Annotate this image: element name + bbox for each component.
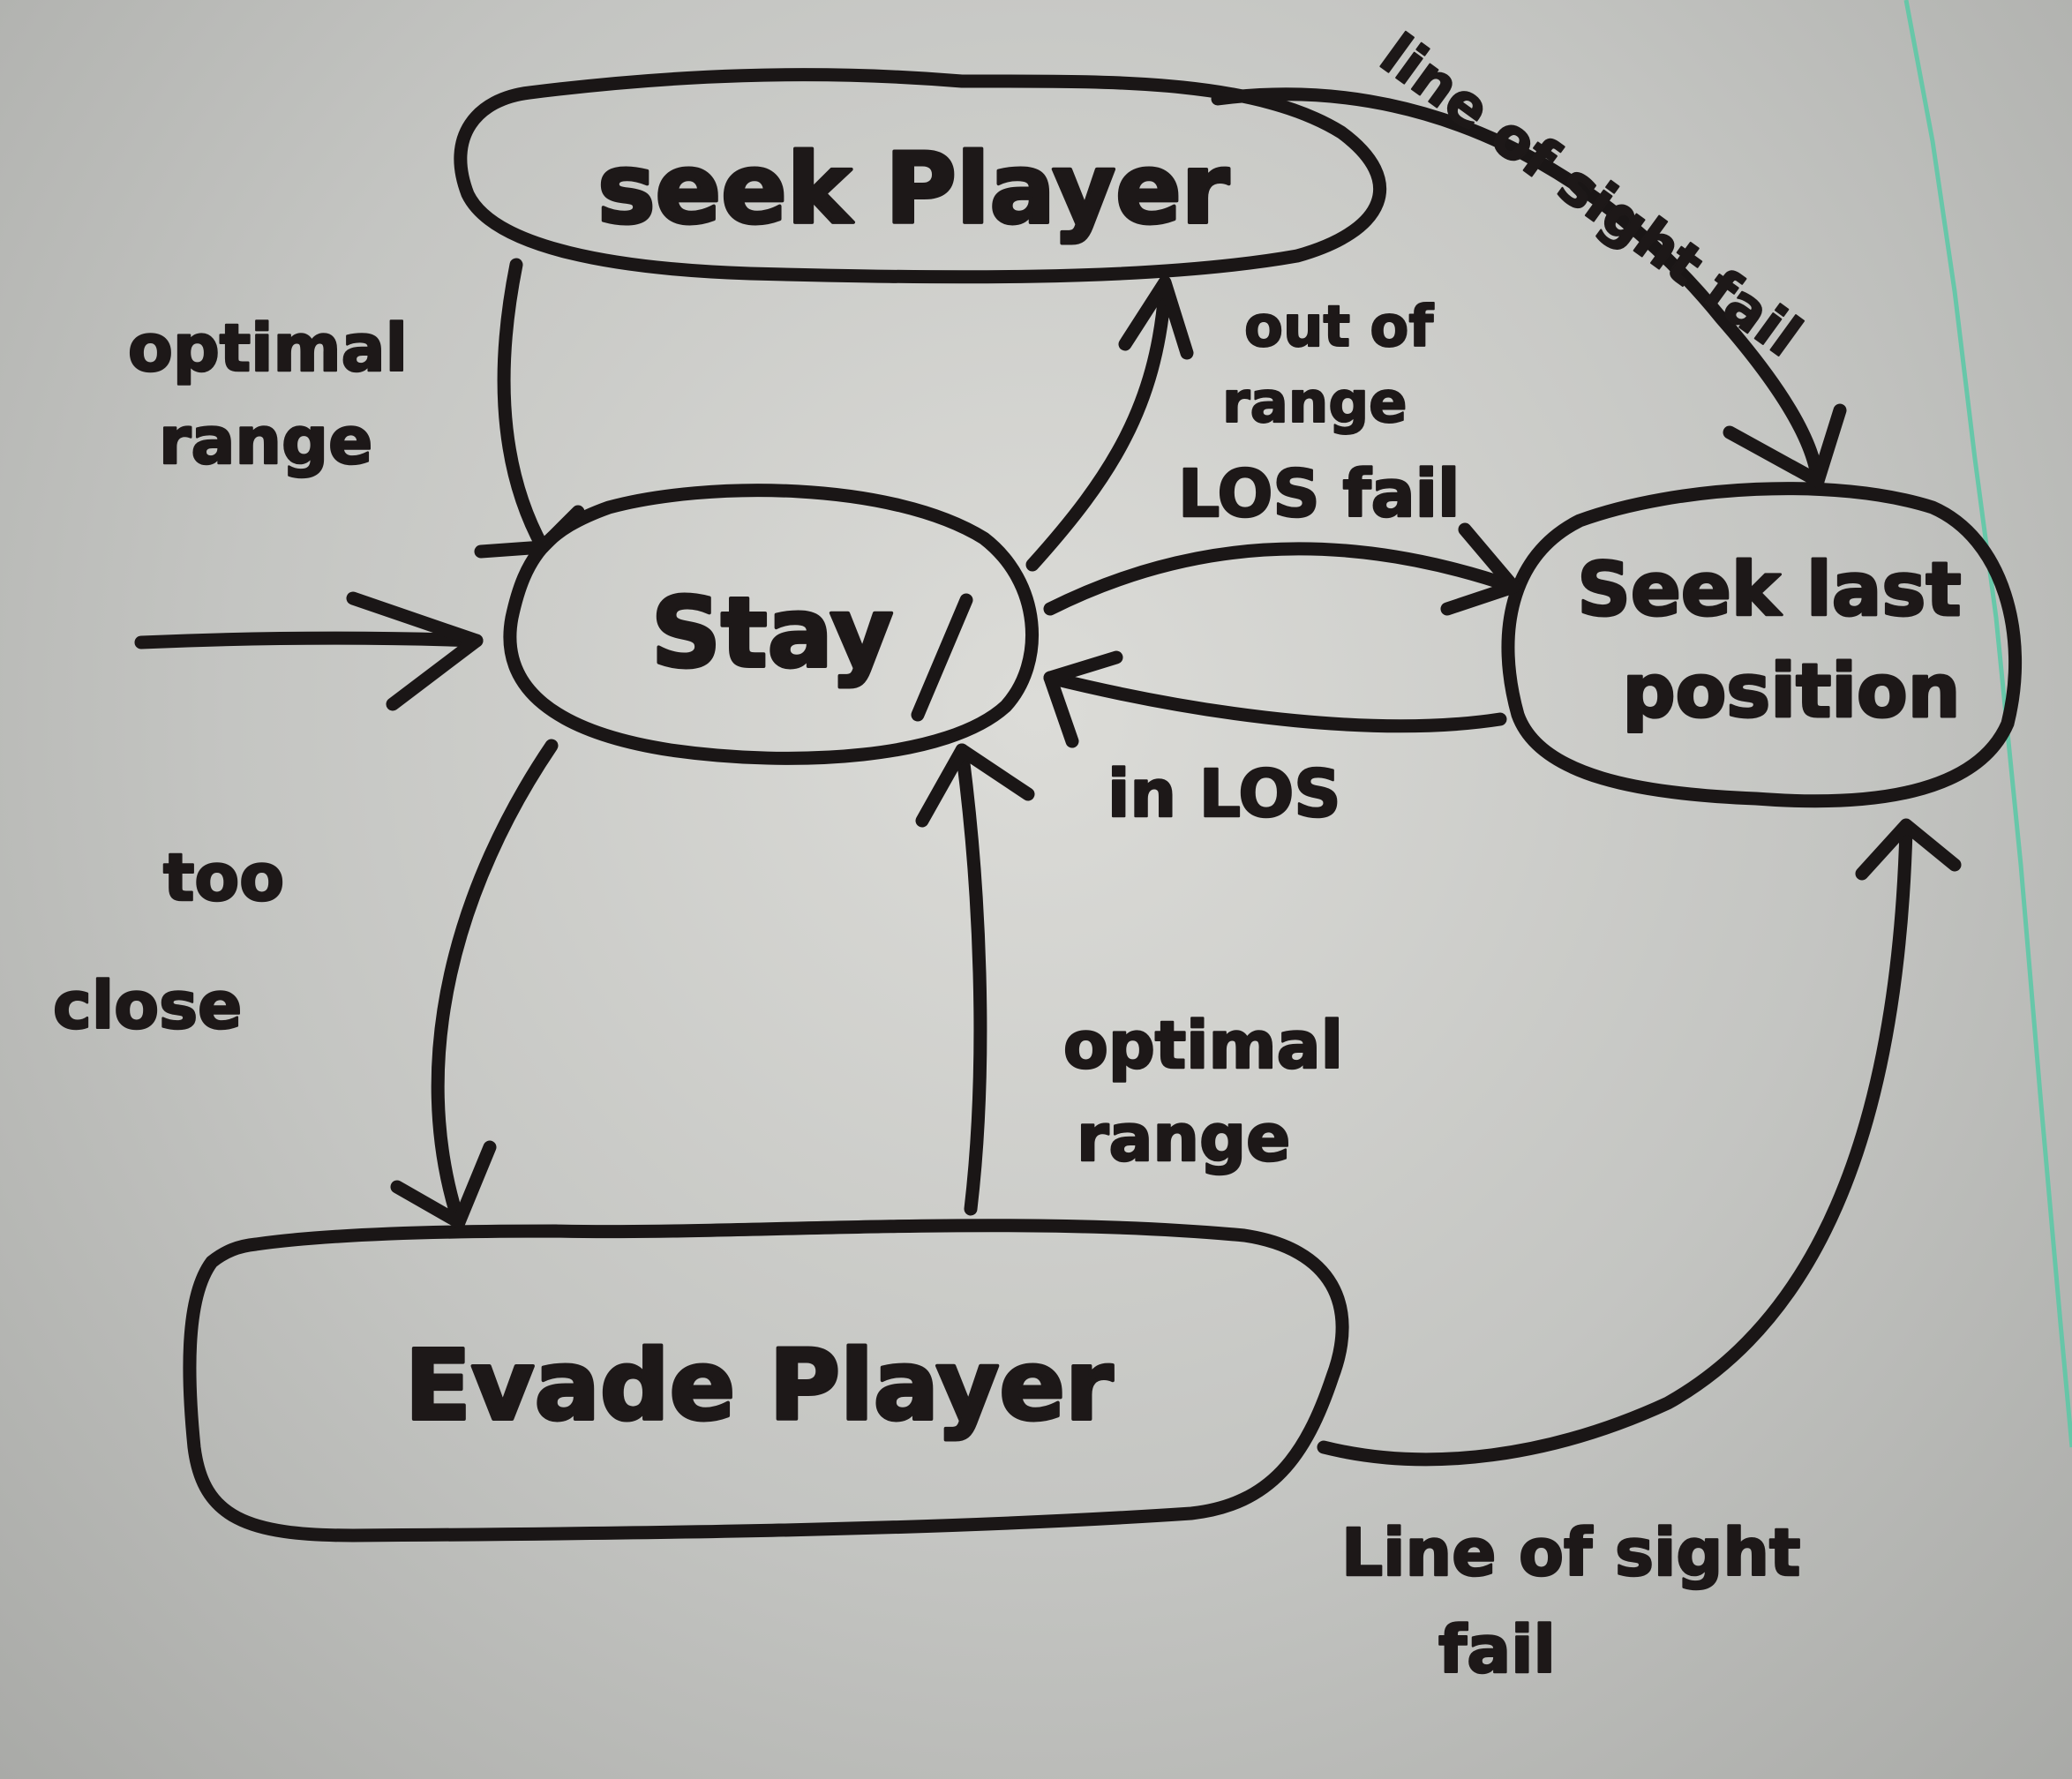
transition-stay-to-seek-line	[1025, 284, 1172, 572]
state-seek-player: seek Player	[454, 68, 1387, 284]
transition-seek-to-seek-last-line	[1211, 87, 1825, 488]
transition-seek-last-to-stay-label: in LOS	[1107, 756, 1341, 832]
transition-evade-to-seek-last-label-line2: fail	[1438, 1612, 1556, 1688]
transition-stay-to-seek-head	[1118, 275, 1194, 360]
initial-arrow-line	[134, 631, 484, 649]
transition-seek-to-stay: optimal range	[127, 258, 585, 559]
transition-seek-to-seek-last-label: line of sight fail	[1369, 22, 1813, 370]
state-stay-letter-tail	[911, 593, 973, 722]
transition-seek-last-to-stay-line	[1043, 671, 1507, 733]
transition-stay-to-seek: out of range	[1025, 275, 1435, 572]
transition-stay-to-seek-label-line1: out of	[1244, 295, 1434, 360]
transition-stay-to-evade-label-line2: close	[53, 968, 242, 1044]
transition-evade-to-seek-last-label-line1: Line of sight	[1341, 1515, 1800, 1591]
state-stay-outline	[503, 484, 1040, 765]
transition-evade-to-seek-last: Line of sight fail	[1317, 818, 1962, 1689]
state-seek-last-position-label-line2: position	[1622, 648, 1960, 734]
transition-stay-to-evade-head	[390, 1140, 497, 1229]
transition-evade-to-seek-last-head	[1855, 818, 1962, 881]
transition-seek-to-stay-line	[497, 258, 550, 554]
state-evade-player-label: Evade Player	[405, 1329, 1113, 1442]
board-edge-stripe	[1903, 0, 2072, 1448]
transition-stay-to-seek-last-line	[1043, 542, 1520, 616]
transition-evade-to-stay-label-line2: range	[1077, 1100, 1290, 1176]
transition-seek-to-stay-label-line1: optimal	[128, 311, 408, 387]
state-seek-player-label: seek Player	[597, 132, 1229, 245]
transition-evade-to-stay-head	[915, 743, 1035, 828]
transition-stay-to-seek-last-head	[1440, 522, 1520, 616]
state-evade-player-outline	[183, 1219, 1349, 1543]
state-seek-last-position-outline	[1501, 482, 2023, 808]
transition-stay-to-evade: too close	[52, 739, 559, 1229]
transition-seek-last-to-stay-head	[1043, 650, 1123, 748]
transition-stay-to-seek-last-label: LOS fail	[1178, 456, 1460, 532]
state-seek-last-position: Seek last position	[1501, 482, 2023, 808]
state-seek-last-position-label-line1: Seek last	[1577, 546, 1961, 633]
transition-stay-to-evade-label-line1: too	[163, 840, 284, 916]
transition-seek-to-stay-head	[474, 505, 585, 559]
transition-stay-to-seek-label-line2: range	[1222, 371, 1408, 436]
state-seek-player-outline	[454, 68, 1387, 284]
transition-stay-to-seek-last: LOS fail	[1043, 455, 1520, 616]
transition-evade-to-stay: optimal range	[915, 743, 1344, 1216]
initial-arrow	[134, 591, 484, 711]
initial-arrow-head	[346, 591, 484, 711]
state-evade-player: Evade Player	[183, 1219, 1349, 1543]
state-stay-label: Stay	[651, 576, 893, 689]
transition-seek-to-seek-last-head	[1723, 403, 1847, 488]
transition-seek-to-stay-label-line2: range	[159, 403, 372, 479]
transition-seek-last-to-stay: in LOS	[1043, 650, 1507, 833]
transition-evade-to-seek-last-line	[1317, 822, 1913, 1467]
transition-evade-to-stay-line	[955, 743, 987, 1216]
state-stay: Stay	[503, 484, 1040, 765]
transition-stay-to-evade-line	[431, 739, 559, 1229]
transition-evade-to-stay-label-line1: optimal	[1063, 1008, 1343, 1084]
